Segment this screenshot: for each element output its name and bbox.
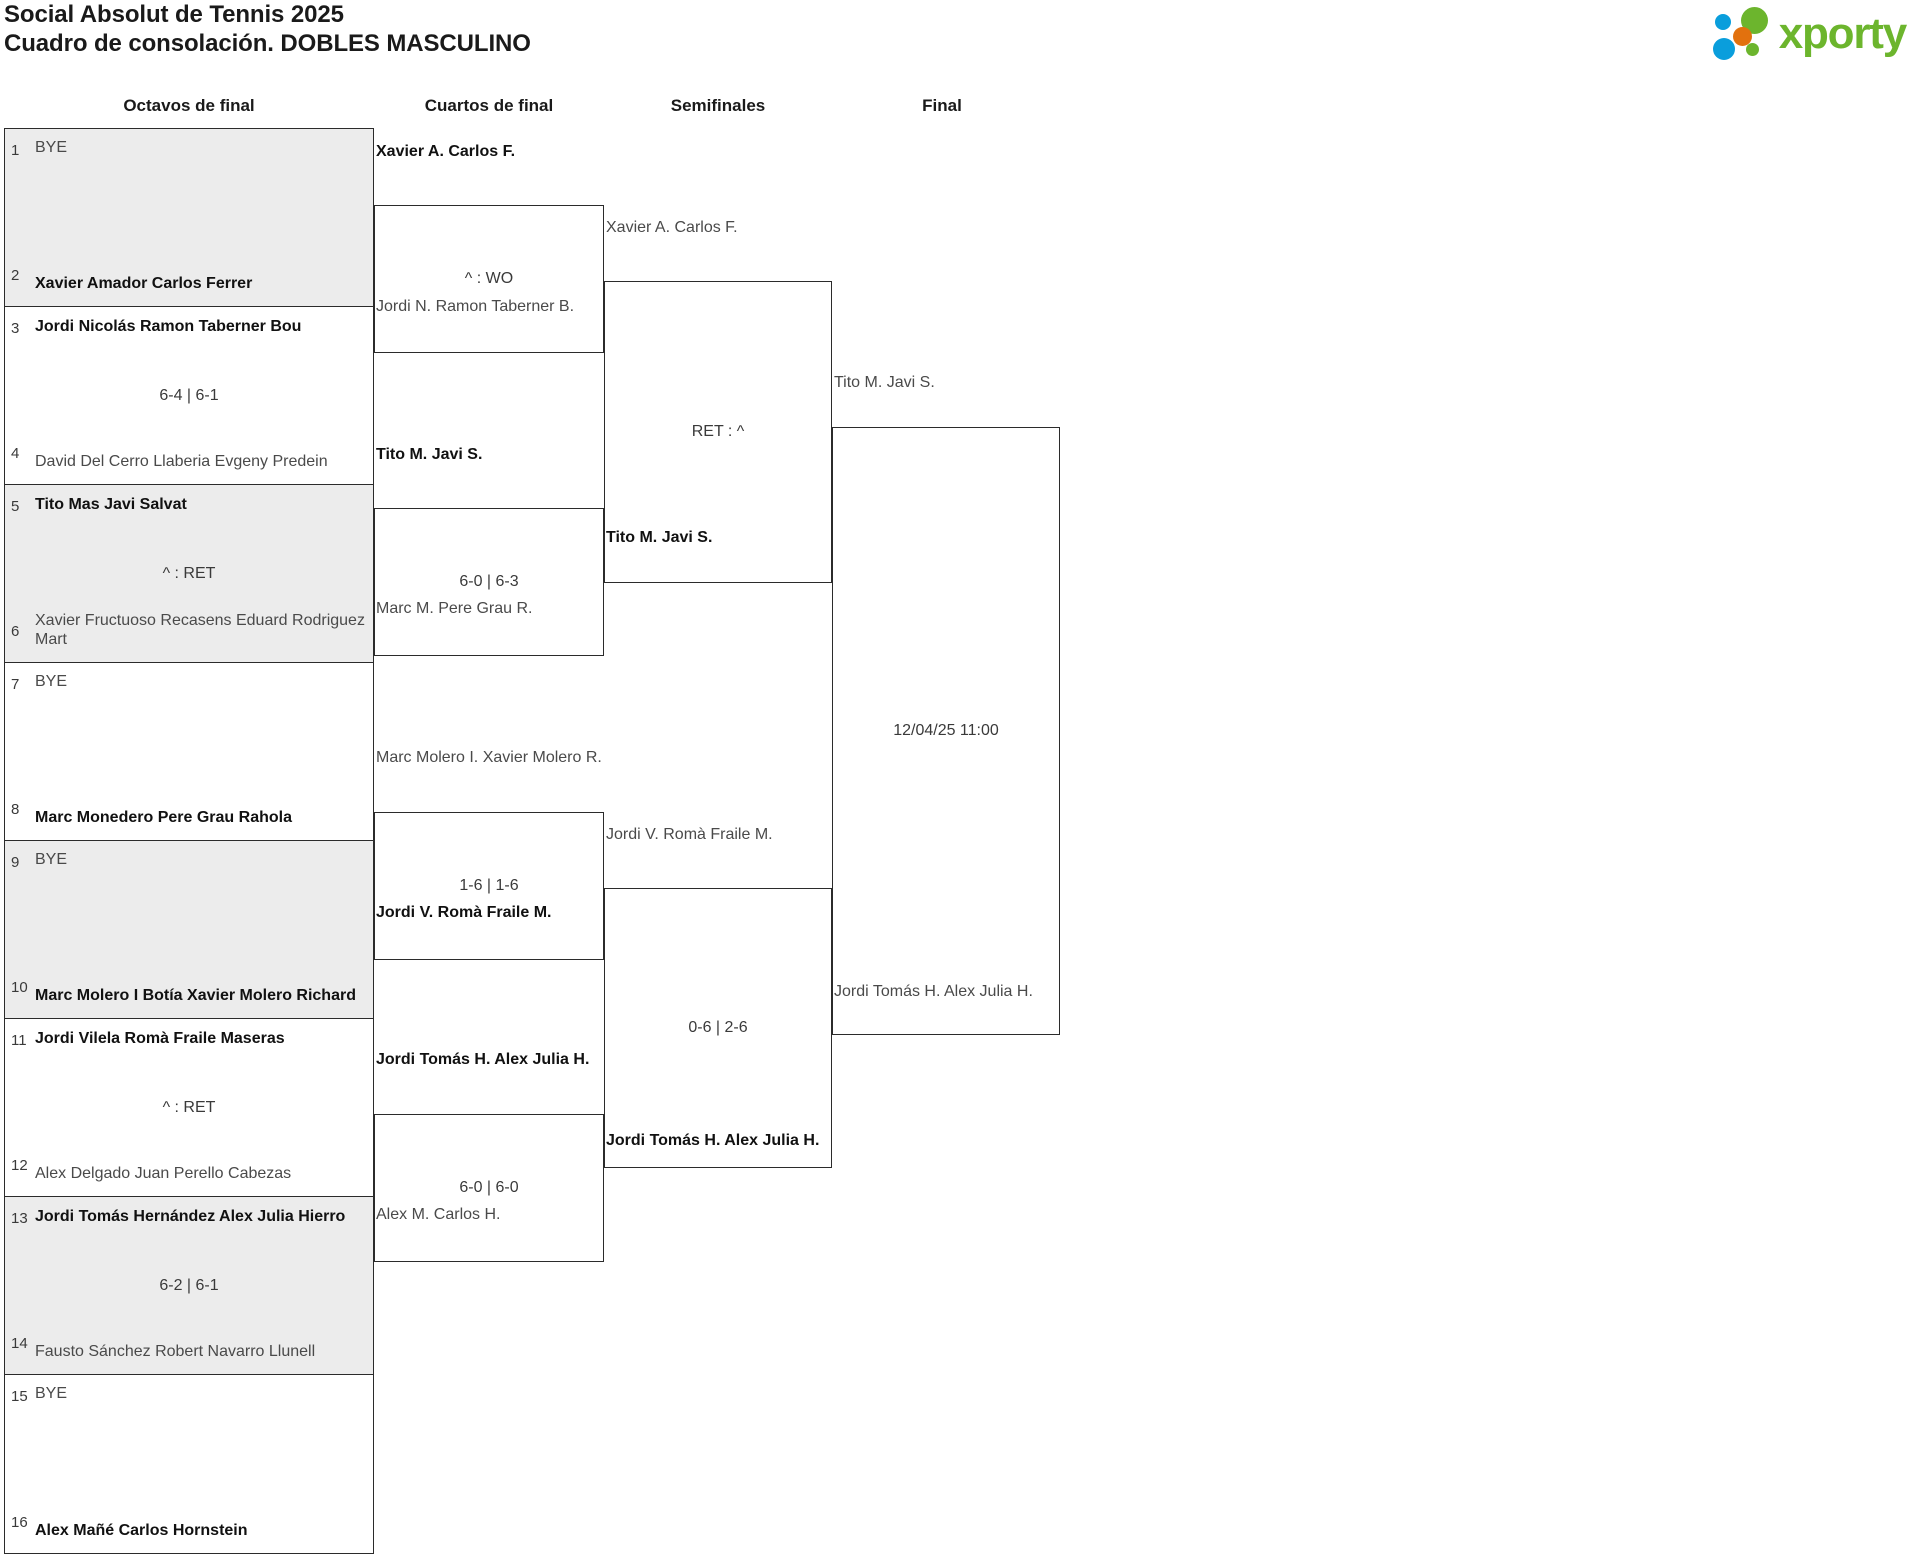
round4-entrant-top: Tito M. Javi S. xyxy=(834,374,935,391)
match-score: 6-4 | 6-1 xyxy=(159,386,219,404)
round2-entrant-top: Marc Molero I. Xavier Molero R. xyxy=(376,749,602,766)
round2-entrant-bottom: Jordi V. Romà Fraile M. xyxy=(376,904,552,921)
round2-match-1[interactable]: ^ : WO xyxy=(374,205,604,353)
match-score: ^ : RET xyxy=(162,1098,216,1116)
xporty-dots-icon xyxy=(1712,6,1775,62)
tournament-name: Social Absolut de Tennis 2025 xyxy=(4,1,344,28)
round4-entrant-bottom: Jordi Tomás H. Alex Julia H. xyxy=(834,983,1033,1000)
player-bye: BYE xyxy=(35,139,68,156)
round4-match-final[interactable]: 12/04/25 11:00 xyxy=(832,427,1060,1035)
player-entry: Alex Delgado Juan Perello Cabezas xyxy=(35,1165,292,1183)
round1-match-8[interactable]: 15 BYE 16 Alex Mañé Carlos Hornstein xyxy=(5,1375,373,1553)
round1-match-3[interactable]: 5 Tito Mas Javi Salvat 6 Xavier Fructuos… xyxy=(5,485,373,663)
seed-number: 4 xyxy=(11,445,20,462)
match-score: 0-6 | 2-6 xyxy=(688,1019,748,1036)
match-score: 6-2 | 6-1 xyxy=(159,1276,219,1294)
player-bye: BYE xyxy=(35,673,68,690)
seed-number: 5 xyxy=(11,498,20,515)
seed-number: 11 xyxy=(11,1032,27,1049)
page-title: Social Absolut de Tennis 2025 Cuadro de … xyxy=(4,0,531,59)
match-score: 6-0 | 6-3 xyxy=(459,573,519,590)
seed-number: 10 xyxy=(11,979,28,996)
player-bye: BYE xyxy=(35,1385,68,1402)
round-header-cuartos: Cuartos de final xyxy=(424,96,554,115)
match-score: 6-0 | 6-0 xyxy=(459,1179,519,1196)
round2-entrant-top: Jordi Tomás H. Alex Julia H. xyxy=(376,1051,590,1068)
logo-dot-orange xyxy=(1732,27,1752,46)
round1-match-6[interactable]: 11 Jordi Vilela Romà Fraile Maseras 12 A… xyxy=(5,1019,373,1197)
seed-number: 3 xyxy=(11,320,20,337)
round2-match-4[interactable]: 6-0 | 6-0 xyxy=(374,1114,604,1262)
round1-match-4[interactable]: 7 BYE 8 Marc Monedero Pere Grau Rahola xyxy=(5,663,373,841)
player-entry: Marc Molero I Botía Xavier Molero Richar… xyxy=(35,987,356,1005)
round2-entrant-bottom: Marc M. Pere Grau R. xyxy=(376,600,533,617)
round2-match-2[interactable]: 6-0 | 6-3 xyxy=(374,508,604,656)
draw-subtitle: Cuadro de consolación. DOBLES MASCULINO xyxy=(4,30,531,58)
seed-number: 14 xyxy=(11,1335,28,1352)
match-score: ^ : RET xyxy=(162,564,216,582)
round3-entrant-bottom: Tito M. Javi S. xyxy=(606,529,713,546)
round3-match-2[interactable]: 0-6 | 2-6 xyxy=(604,888,832,1168)
round2-match-3[interactable]: 1-6 | 1-6 xyxy=(374,812,604,960)
xporty-logo: xporty xyxy=(1712,6,1907,62)
player-entry: David Del Cerro Llaberia Evgeny Predein xyxy=(35,453,328,471)
round2-entrant-top: Tito M. Javi S. xyxy=(376,446,483,463)
logo-wordmark: xporty xyxy=(1778,9,1907,58)
player-bye: BYE xyxy=(35,851,68,868)
match-score: RET : ^ xyxy=(691,423,745,440)
logo-dot-blue-large xyxy=(1712,38,1735,60)
seed-number: 2 xyxy=(11,267,20,284)
player-entry: Jordi Vilela Romà Fraile Maseras xyxy=(35,1030,285,1047)
player-entry: Xavier Amador Carlos Ferrer xyxy=(35,275,253,293)
player-entry: Jordi Nicolás Ramon Taberner Bou xyxy=(35,318,302,335)
player-entry: Alex Mañé Carlos Hornstein xyxy=(35,1522,248,1540)
player-entry: Jordi Tomás Hernández Alex Julia Hierro xyxy=(35,1208,346,1225)
player-entry: Fausto Sánchez Robert Navarro Llunell xyxy=(35,1343,316,1361)
round1-match-7[interactable]: 13 Jordi Tomás Hernández Alex Julia Hier… xyxy=(5,1197,373,1375)
logo-dot-green-small xyxy=(1745,43,1759,56)
bracket-page: Social Absolut de Tennis 2025 Cuadro de … xyxy=(4,0,1907,1554)
match-schedule: 12/04/25 11:00 xyxy=(893,722,999,739)
round3-entrant-top: Jordi V. Romà Fraile M. xyxy=(606,826,773,843)
round2-entrant-top: Xavier A. Carlos F. xyxy=(376,143,516,160)
match-score: ^ : WO xyxy=(464,270,514,287)
round2-entrant-bottom: Jordi N. Ramon Taberner B. xyxy=(376,298,575,315)
round1-column: 1 BYE 2 Xavier Amador Carlos Ferrer 3 Jo… xyxy=(4,128,374,1554)
round1-match-2[interactable]: 3 Jordi Nicolás Ramon Taberner Bou 4 Dav… xyxy=(5,307,373,485)
round-header-octavos: Octavos de final xyxy=(123,96,255,115)
seed-number: 12 xyxy=(11,1157,28,1174)
round3-entrant-bottom: Jordi Tomás H. Alex Julia H. xyxy=(606,1132,820,1149)
round2-entrant-bottom: Alex M. Carlos H. xyxy=(376,1206,501,1223)
player-entry: Marc Monedero Pere Grau Rahola xyxy=(35,809,292,827)
logo-dot-blue-small xyxy=(1714,14,1731,30)
seed-number: 6 xyxy=(11,623,20,640)
player-entry: Tito Mas Javi Salvat xyxy=(35,496,187,513)
seed-number: 1 xyxy=(11,142,20,159)
seed-number: 15 xyxy=(11,1388,28,1405)
seed-number: 16 xyxy=(11,1514,28,1531)
player-entry: Xavier Fructuoso Recasens Eduard Rodrigu… xyxy=(35,611,365,649)
seed-number: 13 xyxy=(11,1210,28,1227)
round1-match-1[interactable]: 1 BYE 2 Xavier Amador Carlos Ferrer xyxy=(5,129,373,307)
round3-entrant-top: Xavier A. Carlos F. xyxy=(606,219,738,236)
round-header-final: Final xyxy=(922,96,962,115)
round1-match-5[interactable]: 9 BYE 10 Marc Molero I Botía Xavier Mole… xyxy=(5,841,373,1019)
round-header-semifinales: Semifinales xyxy=(670,96,766,115)
seed-number: 7 xyxy=(11,676,20,693)
seed-number: 9 xyxy=(11,854,20,871)
round3-match-1[interactable]: RET : ^ xyxy=(604,281,832,583)
match-score: 1-6 | 1-6 xyxy=(459,877,519,894)
seed-number: 8 xyxy=(11,801,20,818)
